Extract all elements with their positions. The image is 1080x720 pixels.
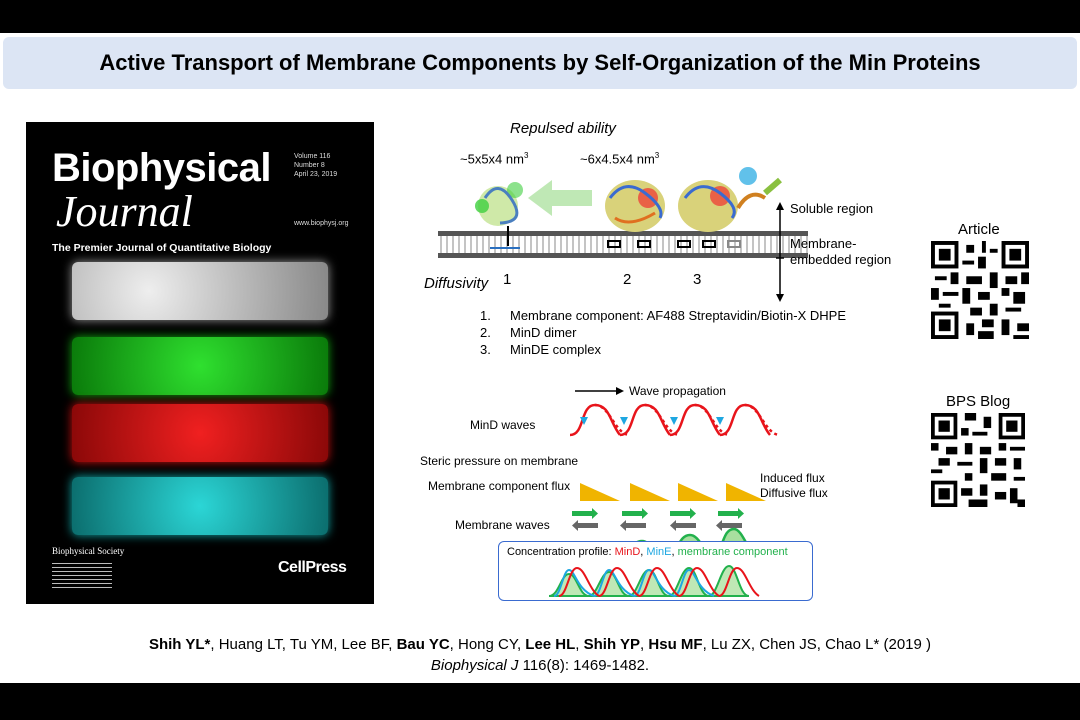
cover-journal-title: Biophysical: [52, 146, 272, 190]
cover-issue-info: Volume 116 Number 8 April 23, 2019: [294, 153, 338, 178]
slide: Active Transport of Membrane Components …: [0, 33, 1080, 683]
repulsed-ability-label: Repulsed ability: [510, 120, 616, 137]
steric-pressure-triangles: [580, 483, 766, 501]
legend-item: 3.MinDE complex: [480, 342, 602, 357]
cover-society: Biophysical Society: [52, 546, 125, 556]
legend-item: 2.MinD dimer: [480, 325, 577, 340]
component-legend: 1.Membrane component: AF488 Streptavidin…: [480, 307, 846, 358]
cover-band-white: [72, 262, 328, 320]
membrane-region-label-2: embedded region: [790, 252, 892, 267]
membrane-waves-label: Membrane waves: [455, 518, 550, 532]
cover-journal-title-italic: Journal: [56, 187, 193, 236]
citation-reference: Biophysical J 116(8): 1469-1482.: [430, 657, 650, 674]
membrane-region-label-1: Membrane-: [790, 236, 857, 251]
concentration-profile-box: Concentration profile: MinD, MinE, membr…: [498, 541, 813, 601]
protein-number-3: 3: [693, 271, 702, 288]
lipid-bilayer: [438, 231, 808, 258]
steric-pressure-label: Steric pressure on membrane: [420, 454, 579, 468]
region-arrows: [776, 202, 784, 302]
protein-number-2: 2: [623, 271, 632, 288]
wave-propagation-label: Wave propagation: [629, 384, 726, 398]
journal-cover: Biophysical Journal Volume 116 Number 8 …: [26, 122, 374, 604]
cover-website: www.biophysj.org: [294, 220, 349, 227]
protein-number-1: 1: [503, 271, 512, 288]
protein-2-mind-dimer: [605, 180, 665, 248]
repulsion-arrow: [528, 180, 592, 216]
cover-subtitle: The Premier Journal of Quantitative Biol…: [52, 242, 272, 254]
article-qr-label: Article: [958, 221, 1000, 238]
blog-qr-label: BPS Blog: [946, 393, 1011, 410]
soluble-region-label: Soluble region: [790, 201, 874, 216]
size-label-1: ~5x5x4 nm3: [460, 151, 529, 167]
cover-band-red: [72, 404, 328, 462]
cover-band-green: [72, 337, 328, 395]
mind-wave-curves: [569, 403, 781, 437]
citation-authors: Shih YL*, Huang LT, Tu YM, Lee BF, Bau Y…: [148, 636, 932, 653]
membrane-flux-label: Membrane component flux: [428, 479, 571, 493]
concentration-profile-title: Concentration profile: MinD, MinE, membr…: [507, 546, 788, 558]
blog-qr-code[interactable]: [931, 413, 1025, 507]
article-qr-code[interactable]: [931, 241, 1029, 339]
membrane-schematic: [438, 167, 808, 302]
induced-flux-label: Induced flux: [760, 471, 825, 485]
flux-arrows: [572, 508, 744, 531]
slide-title: Active Transport of Membrane Components …: [3, 37, 1077, 89]
legend-item: 1.Membrane component: AF488 Streptavidin…: [480, 308, 847, 323]
size-label-2: ~6x4.5x4 nm3: [580, 151, 660, 167]
diffusivity-label: Diffusivity: [424, 275, 489, 292]
diffusive-flux-label: Diffusive flux: [760, 486, 828, 500]
mind-waves-label: MinD waves: [470, 418, 536, 432]
cover-band-cyan: [72, 477, 328, 535]
cover-publisher: CellPress: [278, 559, 347, 576]
cover-society-lines: [52, 560, 112, 590]
concentration-profile-plot: [548, 564, 760, 598]
protein-1-streptavidin: [475, 182, 523, 249]
protein-3-minde-complex: [677, 167, 782, 248]
mine-arrows: [580, 417, 724, 425]
